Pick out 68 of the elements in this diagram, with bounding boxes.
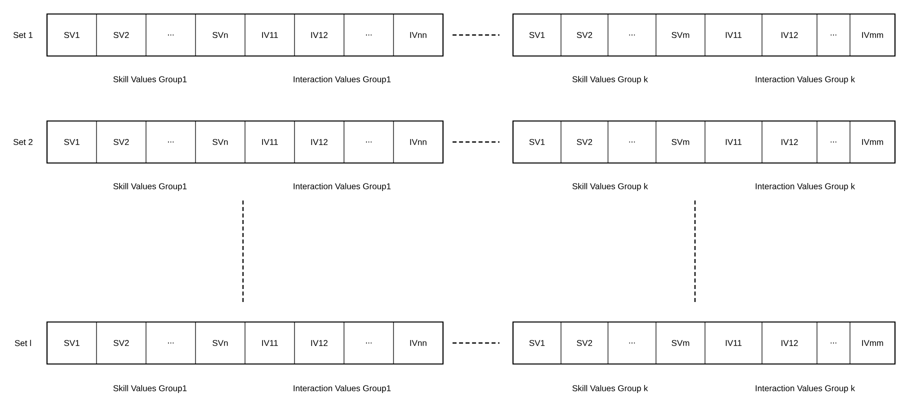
value-cell: IVmm — [850, 14, 896, 56]
value-cell: ... — [816, 120, 850, 164]
group-caption: Interaction Values Group k — [756, 76, 855, 84]
value-cell: ... — [816, 322, 850, 364]
value-cell: SVm — [656, 322, 706, 364]
group-caption: Interaction Values Group1 — [294, 385, 391, 393]
value-cell: SVn — [195, 14, 246, 56]
set-label: Set l — [14, 340, 31, 346]
value-cell: SV2 — [560, 322, 608, 364]
dashed-connector — [694, 200, 696, 304]
group-caption: Interaction Values Group1 — [294, 76, 391, 84]
value-cell: SV1 — [46, 120, 97, 164]
value-cell: IVnn — [393, 322, 444, 364]
value-cell: SV1 — [512, 322, 562, 364]
value-cell: IVmm — [850, 322, 896, 364]
value-cell: SV1 — [512, 14, 562, 56]
value-cell: ... — [608, 14, 656, 56]
value-cell: SV2 — [560, 120, 608, 164]
group-caption: Interaction Values Group1 — [294, 183, 391, 191]
group-caption: Skill Values Group k — [572, 385, 648, 393]
value-cell: IV12 — [294, 120, 344, 164]
dashed-connector — [452, 342, 500, 344]
dashed-connector — [452, 141, 500, 143]
value-cell: IV11 — [244, 14, 295, 56]
value-cell: IVmm — [850, 120, 896, 164]
value-cell: SVm — [656, 120, 706, 164]
value-cell: ... — [608, 322, 656, 364]
value-cell: ... — [146, 14, 196, 56]
value-cell: IV11 — [704, 14, 762, 56]
value-cell: SV2 — [560, 14, 608, 56]
value-cell: SV2 — [96, 322, 146, 364]
value-cell: IV11 — [704, 322, 762, 364]
value-cell: SVn — [195, 322, 246, 364]
value-cell: IV11 — [244, 322, 295, 364]
value-cell: ... — [816, 14, 850, 56]
value-cell: IV12 — [762, 120, 818, 164]
value-cell: SV1 — [46, 14, 97, 56]
group-caption: Interaction Values Group k — [756, 385, 855, 393]
value-cell: IV12 — [294, 14, 344, 56]
value-cell: ... — [344, 14, 394, 56]
group-caption: Skill Values Group1 — [113, 76, 187, 84]
value-cell: SV1 — [46, 322, 97, 364]
value-cell: SV2 — [96, 14, 146, 56]
group-caption: Skill Values Group k — [572, 183, 648, 191]
group-caption: Skill Values Group1 — [113, 183, 187, 191]
dashed-connector — [242, 200, 244, 304]
set-label: Set 2 — [13, 139, 32, 145]
value-cell: ... — [608, 120, 656, 164]
group-caption: Skill Values Group1 — [113, 385, 187, 393]
value-cell: IV12 — [294, 322, 344, 364]
dashed-connector — [452, 34, 500, 36]
value-cell: SVn — [195, 120, 246, 164]
value-cell: ... — [146, 322, 196, 364]
set-label: Set 1 — [13, 32, 33, 38]
value-cell: IV12 — [762, 322, 818, 364]
group-caption: Skill Values Group k — [572, 76, 648, 84]
value-cell: ... — [344, 120, 394, 164]
value-cell: SVm — [656, 14, 706, 56]
value-cell: IV12 — [762, 14, 818, 56]
group-caption: Interaction Values Group k — [756, 183, 855, 191]
value-cell: IV11 — [244, 120, 295, 164]
value-cell: SV1 — [512, 120, 562, 164]
value-cell: SV2 — [96, 120, 146, 164]
value-cell: IVnn — [393, 120, 444, 164]
value-cell: ... — [146, 120, 196, 164]
value-cell: ... — [344, 322, 394, 364]
value-cell: IVnn — [393, 14, 444, 56]
value-cell: IV11 — [704, 120, 762, 164]
